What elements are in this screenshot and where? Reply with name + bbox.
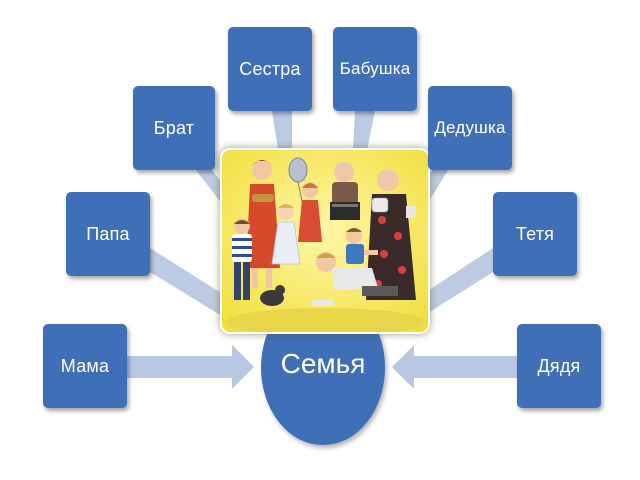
node-papa: Папа xyxy=(66,192,150,276)
node-brat: Брат xyxy=(133,86,215,170)
node-dedushka: Дедушка xyxy=(428,86,512,170)
node-dyadya-label: Дядя xyxy=(537,355,581,376)
node-sestra-label: Сестра xyxy=(239,58,301,79)
connector-papa xyxy=(150,248,232,318)
node-babushka-label: Бабушка xyxy=(339,59,411,78)
connector-sestra xyxy=(272,111,292,150)
node-babushka: Бабушка xyxy=(333,27,417,111)
node-dyadya: Дядя xyxy=(517,324,601,408)
connector-babushka xyxy=(353,111,375,150)
family-illustration xyxy=(222,150,428,332)
node-dedushka-label: Дедушка xyxy=(434,118,506,137)
center-label: Семья xyxy=(280,348,366,379)
arrow-dyadya xyxy=(392,345,517,389)
family-photo xyxy=(220,148,430,334)
node-sestra: Сестра xyxy=(228,27,312,111)
node-tetya: Тетя xyxy=(493,192,577,276)
node-mama-label: Мама xyxy=(60,355,110,376)
node-papa-label: Папа xyxy=(86,223,130,244)
node-tetya-label: Тетя xyxy=(515,223,555,244)
arrow-mama xyxy=(127,345,254,389)
node-brat-label: Брат xyxy=(153,117,195,138)
connector-tetya xyxy=(414,248,493,318)
node-mama: Мама xyxy=(43,324,127,408)
